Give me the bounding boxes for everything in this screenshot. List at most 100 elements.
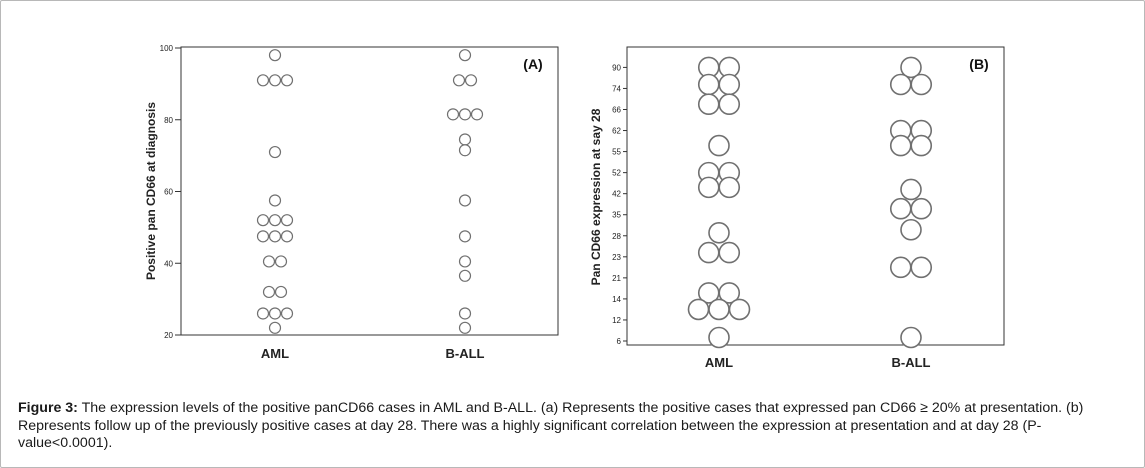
panel-a-marker xyxy=(464,74,478,87)
panel-a-y-axis-ticks: 20 40 60 80 100 xyxy=(160,44,181,340)
panel-b-marker xyxy=(718,282,741,304)
panel-b-tick-label: 14 xyxy=(612,295,621,304)
panel-a-marker xyxy=(458,133,472,146)
panel-b-marker xyxy=(718,176,741,199)
panel-a-marker xyxy=(458,269,472,282)
panel-b-marker xyxy=(910,134,933,157)
panel-b-marker xyxy=(697,241,720,264)
panel-a-marker xyxy=(458,144,472,157)
panel-b-tick-label: 62 xyxy=(612,127,621,136)
panel-a-label: (A) xyxy=(523,56,542,72)
panel-a-ylabel: Positive pan CD66 at diagnosis xyxy=(144,102,158,280)
panel-a-marker xyxy=(280,307,294,320)
panel-a-plot-frame xyxy=(180,46,559,336)
panel-a-marker xyxy=(256,214,270,227)
panel-b-marker xyxy=(889,73,912,96)
panel-b-label: (B) xyxy=(969,56,988,72)
panel-b-marker xyxy=(697,73,720,96)
panel-b-tick-label: 55 xyxy=(612,148,621,157)
caption-text: The expression levels of the positive pa… xyxy=(18,400,1084,451)
panel-a-category-aml: AML xyxy=(261,346,289,361)
panel-a-marker xyxy=(256,74,270,87)
panel-b-marker xyxy=(889,134,912,157)
panel-b-tick-label: 35 xyxy=(612,211,621,220)
panel-b-y-axis-ticks: 6 12 14 21 23 28 35 42 52 55 62 66 74 90 xyxy=(612,63,627,346)
panel-b-category-b-all: B-ALL xyxy=(892,355,931,370)
panel-b-marker xyxy=(708,326,730,349)
panel-b-tick-label: 28 xyxy=(612,232,621,241)
panel-b-marker xyxy=(900,56,922,79)
panel-a-tick-label: 40 xyxy=(164,259,173,268)
panel-a-tick-label: 20 xyxy=(164,331,173,340)
panel-a-marker xyxy=(268,321,282,334)
panel-b-category-aml: AML xyxy=(705,355,733,370)
panel-b-marker xyxy=(900,218,922,241)
panel-a-marker xyxy=(274,255,288,268)
panel-a-marker xyxy=(458,49,472,62)
panel-a-tick-label: 60 xyxy=(164,188,173,197)
panel-b-marker xyxy=(910,197,933,220)
panel-b-tick-label: 6 xyxy=(617,337,622,346)
panel-b-tick-label: 42 xyxy=(612,190,621,199)
panel-a-tick-label: 100 xyxy=(160,44,174,53)
panel-a-marker xyxy=(470,108,484,121)
panel-b-marker xyxy=(697,176,720,199)
panel-b-markers xyxy=(687,56,933,349)
panel-a-marker xyxy=(256,307,270,320)
panel-b-marker xyxy=(708,221,730,244)
panel-a-marker xyxy=(452,74,466,87)
panel-a-marker xyxy=(280,230,294,243)
panel-b-marker xyxy=(718,93,741,116)
panel-b-marker xyxy=(708,298,730,321)
panel-b-marker xyxy=(728,298,751,321)
chart-area: Positive pan CD66 at diagnosis (A) AML B… xyxy=(144,44,1005,370)
panel-a-marker xyxy=(446,108,460,121)
panel-a-marker xyxy=(268,74,282,87)
panel-a-marker xyxy=(458,230,472,243)
panel-b-marker xyxy=(889,197,912,220)
panel-a-marker xyxy=(268,194,282,207)
panel-b-marker xyxy=(889,256,912,279)
panel-a-marker xyxy=(458,307,472,320)
panel-b-marker xyxy=(910,73,933,96)
panel-a-marker xyxy=(268,307,282,320)
panel-a-marker xyxy=(256,230,270,243)
panel-b-marker xyxy=(697,93,720,116)
panel-b-plot-frame xyxy=(626,46,1005,346)
panel-a-marker xyxy=(280,74,294,87)
panel-a-marker xyxy=(458,321,472,334)
panel-a-marker xyxy=(262,285,276,299)
panel-a-marker xyxy=(458,194,472,207)
panel-a-markers xyxy=(256,49,484,334)
panel-a-marker xyxy=(268,49,282,62)
panel-b-marker xyxy=(708,134,730,157)
panel-a-marker xyxy=(268,230,282,243)
panel-b-marker xyxy=(687,298,710,321)
panel-a-marker xyxy=(262,255,276,268)
panel-b-marker xyxy=(910,256,933,279)
panel-b-tick-label: 66 xyxy=(612,105,621,114)
panel-b: Pan CD66 expression at say 28 (B) AML B-… xyxy=(589,46,1005,370)
panel-b-tick-label: 52 xyxy=(612,169,621,178)
panel-a-marker xyxy=(274,285,288,299)
panel-b-tick-label: 23 xyxy=(612,253,621,262)
panel-a: Positive pan CD66 at diagnosis (A) AML B… xyxy=(144,44,559,361)
panel-a-marker xyxy=(458,255,472,268)
panel-b-marker xyxy=(718,73,741,96)
panel-b-marker xyxy=(900,326,922,349)
panel-b-tick-label: 21 xyxy=(612,274,621,283)
panel-b-tick-label: 12 xyxy=(612,316,621,325)
caption-label: Figure 3: xyxy=(18,400,78,416)
panel-b-marker xyxy=(718,241,741,264)
panel-b-marker xyxy=(900,178,922,201)
panel-b-ylabel: Pan CD66 expression at say 28 xyxy=(589,108,603,285)
panel-a-marker xyxy=(268,214,282,227)
panel-a-marker xyxy=(280,214,294,227)
panel-a-marker xyxy=(268,145,282,159)
panel-b-tick-label: 90 xyxy=(612,63,621,72)
panel-a-category-b-all: B-ALL xyxy=(446,346,485,361)
panel-a-tick-label: 80 xyxy=(164,116,173,125)
panel-b-tick-label: 74 xyxy=(612,84,621,93)
panel-a-marker xyxy=(458,108,472,121)
